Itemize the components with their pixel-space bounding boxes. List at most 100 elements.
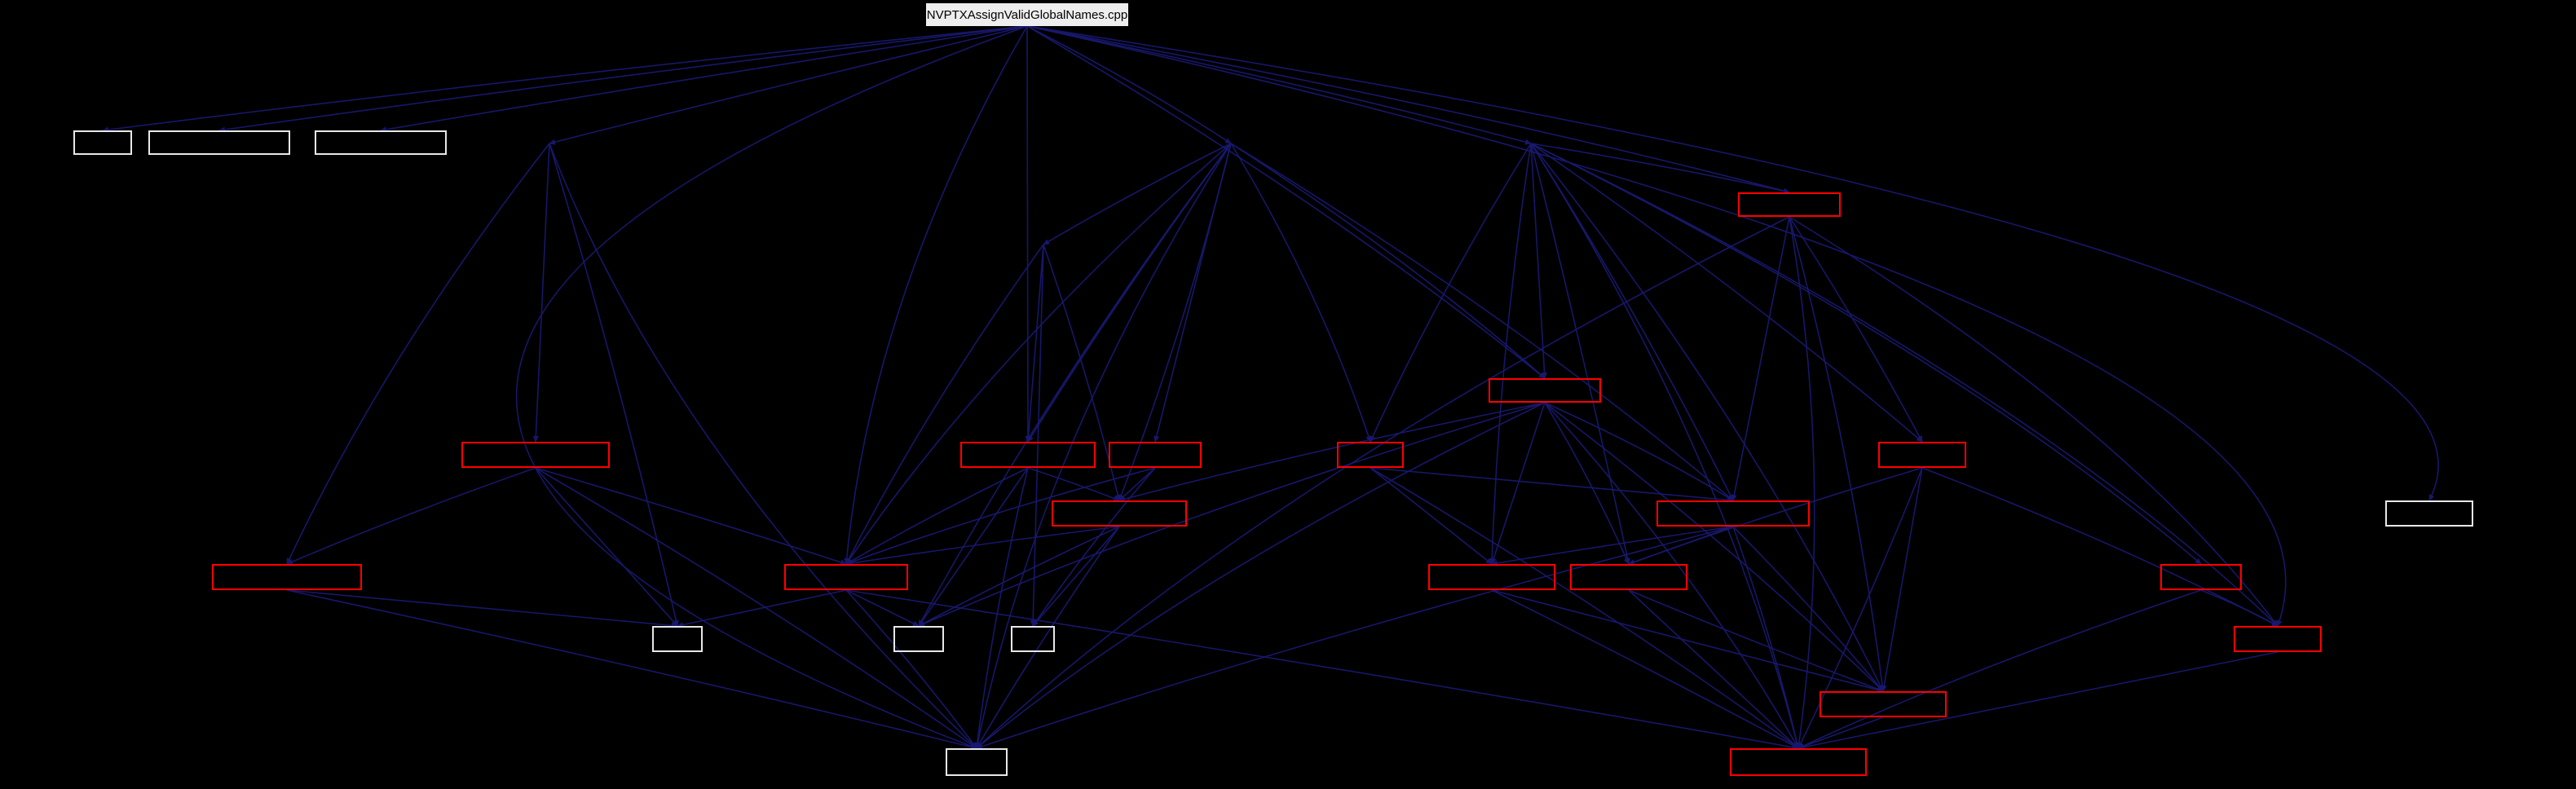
graph-edge xyxy=(286,589,977,750)
graph-node-g2[interactable] xyxy=(893,626,944,652)
graph-edge xyxy=(2200,589,2278,627)
graph-node-f4[interactable] xyxy=(1570,564,1687,590)
graph-edge xyxy=(1789,216,2278,627)
graph-edge xyxy=(1026,25,1790,194)
graph-edge xyxy=(1491,526,1734,566)
graph-node-d2[interactable] xyxy=(960,442,1096,468)
graph-edge xyxy=(845,467,1029,565)
graph-node-g1[interactable] xyxy=(652,626,703,652)
graph-edge xyxy=(845,526,1120,566)
graph-edge xyxy=(976,526,1734,750)
graph-edge xyxy=(1797,589,2202,749)
graph-edge xyxy=(1628,589,1884,692)
graph-edge xyxy=(1026,244,1044,443)
graph-node-d1[interactable] xyxy=(461,442,610,468)
graph-edge xyxy=(1789,216,1815,749)
graph-edge xyxy=(677,589,847,628)
graph-edge xyxy=(1530,143,2278,627)
graph-edge xyxy=(549,143,679,627)
graph-edge xyxy=(1544,402,1630,565)
graph-edge xyxy=(1544,402,1799,749)
graph-edge xyxy=(918,526,1120,627)
graph-edge xyxy=(976,526,1120,749)
graph-edge xyxy=(549,25,1028,145)
graph-edge xyxy=(1026,25,2439,501)
graph-edge xyxy=(918,143,1232,627)
graph-edge xyxy=(845,143,1232,565)
graph-node-f3[interactable] xyxy=(1428,564,1555,590)
graph-node-g4[interactable] xyxy=(2234,626,2322,652)
graph-edge xyxy=(1370,467,1493,565)
graph-edge xyxy=(1025,25,1031,443)
graph-edge xyxy=(1789,216,1923,443)
graph-edge xyxy=(974,143,1232,749)
graph-edge xyxy=(1043,143,1232,245)
graph-edge xyxy=(380,25,1028,133)
graph-node-f1[interactable] xyxy=(212,564,362,590)
graph-edge xyxy=(1789,216,1886,692)
graph-edge xyxy=(1544,402,1734,501)
graph-node-g3[interactable] xyxy=(1011,626,1055,652)
graph-node-d3[interactable] xyxy=(1109,442,1202,468)
graph-edge xyxy=(845,589,977,749)
graph-edge xyxy=(1797,716,1884,749)
graph-edge xyxy=(918,467,1029,627)
graph-edge xyxy=(1530,143,1923,443)
graph-edge xyxy=(1026,25,1532,145)
graph-node-e1[interactable] xyxy=(1052,500,1187,527)
graph-edge xyxy=(845,589,1799,751)
graph-node-a2[interactable] xyxy=(148,130,290,155)
graph-edge xyxy=(845,244,1044,565)
graph-edge xyxy=(1030,244,1044,627)
graph-edge xyxy=(1881,467,1923,692)
graph-edge xyxy=(1530,143,1884,692)
graph-edge xyxy=(1732,526,1800,749)
graph-edge xyxy=(1230,143,1372,443)
graph-node-c1[interactable] xyxy=(1489,378,1601,403)
graph-node-a1[interactable] xyxy=(73,130,132,155)
graph-edge xyxy=(535,467,847,566)
graph-edge xyxy=(1118,143,1232,501)
graph-edge xyxy=(515,25,1028,749)
graph-edge xyxy=(1628,589,1799,749)
graph-edge xyxy=(845,467,1156,565)
graph-edge xyxy=(1797,467,1923,749)
graph-node-b1[interactable] xyxy=(1738,192,1841,217)
graph-node-d4[interactable] xyxy=(1337,442,1404,468)
graph-edge xyxy=(1370,467,1734,503)
graph-edge xyxy=(1230,143,1734,501)
graph-edge xyxy=(218,25,1028,133)
graph-node-h1[interactable] xyxy=(1820,691,1947,717)
graph-edge xyxy=(1032,467,1156,627)
graph-node-f5[interactable] xyxy=(2160,564,2242,590)
graph-edge xyxy=(549,143,977,749)
graph-edge xyxy=(1490,402,1546,565)
graph-edge xyxy=(1491,589,1799,749)
graph-edge xyxy=(1027,467,1120,501)
graph-edge xyxy=(1026,25,1232,144)
graph-edge xyxy=(535,467,977,749)
graph-edge xyxy=(286,467,536,565)
graph-edge xyxy=(1032,526,1120,627)
graph-edge xyxy=(532,143,550,443)
graph-node-f2[interactable] xyxy=(784,564,908,590)
graph-edge xyxy=(102,25,1028,133)
graph-node-root: NVPTXAssignValidGlobalNames.cpp xyxy=(926,3,1128,26)
graph-edge xyxy=(535,467,678,627)
graph-edge xyxy=(1530,143,1800,749)
graph-edge xyxy=(976,216,1790,749)
graph-edge xyxy=(1544,402,1884,692)
graph-node-i1[interactable] xyxy=(946,748,1008,776)
graph-node-e3[interactable] xyxy=(2385,500,2473,527)
graph-node-i2[interactable] xyxy=(1730,748,1867,776)
graph-edge xyxy=(1530,143,1630,565)
graph-edge xyxy=(1118,402,1546,502)
graph-node-a3[interactable] xyxy=(315,130,447,155)
graph-node-d5[interactable] xyxy=(1878,442,1966,468)
graph-edge xyxy=(1230,143,1546,379)
graph-edge xyxy=(974,467,1029,749)
graph-edge xyxy=(1797,651,2278,751)
graph-node-e2[interactable] xyxy=(1656,500,1810,527)
